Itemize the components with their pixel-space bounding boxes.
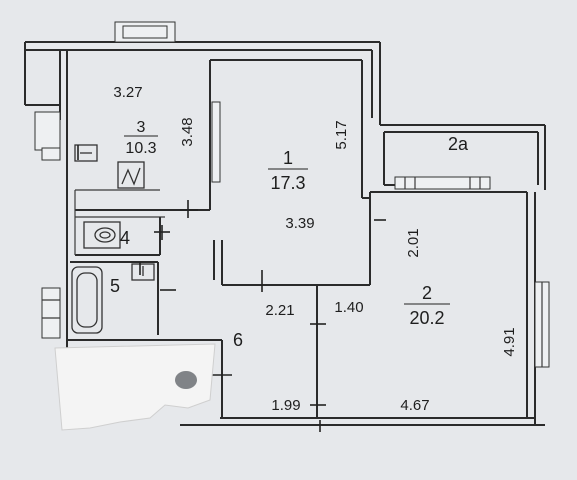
bathtub-icon [71, 266, 103, 334]
dim-4-91: 4.91 [501, 327, 518, 356]
dim-2-01: 2.01 [405, 228, 422, 257]
fixtures [71, 144, 155, 334]
room2-number: 2 [422, 283, 432, 303]
dim-1-99: 1.99 [271, 397, 300, 414]
room3-number: 3 [137, 119, 146, 136]
room1-window [211, 101, 221, 183]
paper-patch [54, 343, 216, 431]
room6-number: 6 [233, 330, 243, 350]
dim-3-27: 3.27 [113, 84, 142, 101]
left-window [41, 287, 61, 339]
left-window-upper [34, 111, 61, 151]
dimension-labels: 3.27 3.48 5.17 3.39 2.01 2.21 1.40 4.91 … [113, 84, 518, 414]
dim-5-17: 5.17 [333, 120, 350, 149]
dim-2-21: 2.21 [265, 302, 294, 319]
room2-area: 20.2 [409, 308, 444, 328]
room4-number: 4 [120, 228, 130, 248]
dim-3-48: 3.48 [179, 117, 196, 146]
toilet-icon [83, 221, 121, 249]
outer-walls [24, 41, 546, 426]
opening-ticks [77, 145, 386, 432]
sink-icon [74, 144, 98, 162]
room2a-number: 2a [448, 134, 469, 154]
windows [34, 21, 550, 368]
bath-sink-icon [131, 263, 155, 281]
interior-walls [67, 59, 527, 418]
dim-4-67: 4.67 [400, 397, 429, 414]
room1-number: 1 [283, 148, 293, 168]
dim-3-39: 3.39 [285, 215, 314, 232]
room3-area: 10.3 [125, 140, 156, 157]
room5-number: 5 [110, 276, 120, 296]
room-labels: 3 10.3 1 17.3 2 20.2 2a 4 5 6 [110, 119, 469, 350]
stove-icon [117, 161, 145, 189]
finger-smudge [175, 371, 197, 389]
dim-1-40: 1.40 [334, 299, 363, 316]
room2-balcony-door [394, 176, 491, 190]
room1-area: 17.3 [270, 173, 305, 193]
